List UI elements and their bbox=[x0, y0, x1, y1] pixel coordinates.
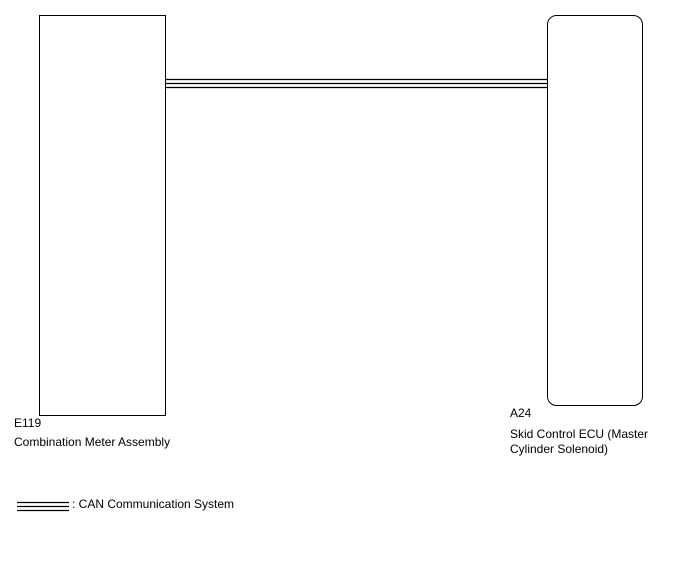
combination-meter-box bbox=[39, 15, 166, 416]
skid-control-ecu-name: Skid Control ECU (Master Cylinder Soleno… bbox=[510, 427, 649, 456]
legend-label: : CAN Communication System bbox=[72, 497, 235, 511]
legend-can-symbol bbox=[17, 501, 69, 512]
skid-control-ecu-box bbox=[547, 15, 643, 406]
skid-control-ecu-code: A24 bbox=[510, 406, 532, 420]
can-bus-line bbox=[166, 78, 547, 89]
combination-meter-code: E119 bbox=[14, 416, 42, 430]
combination-meter-name: Combination Meter Assembly bbox=[14, 435, 171, 449]
